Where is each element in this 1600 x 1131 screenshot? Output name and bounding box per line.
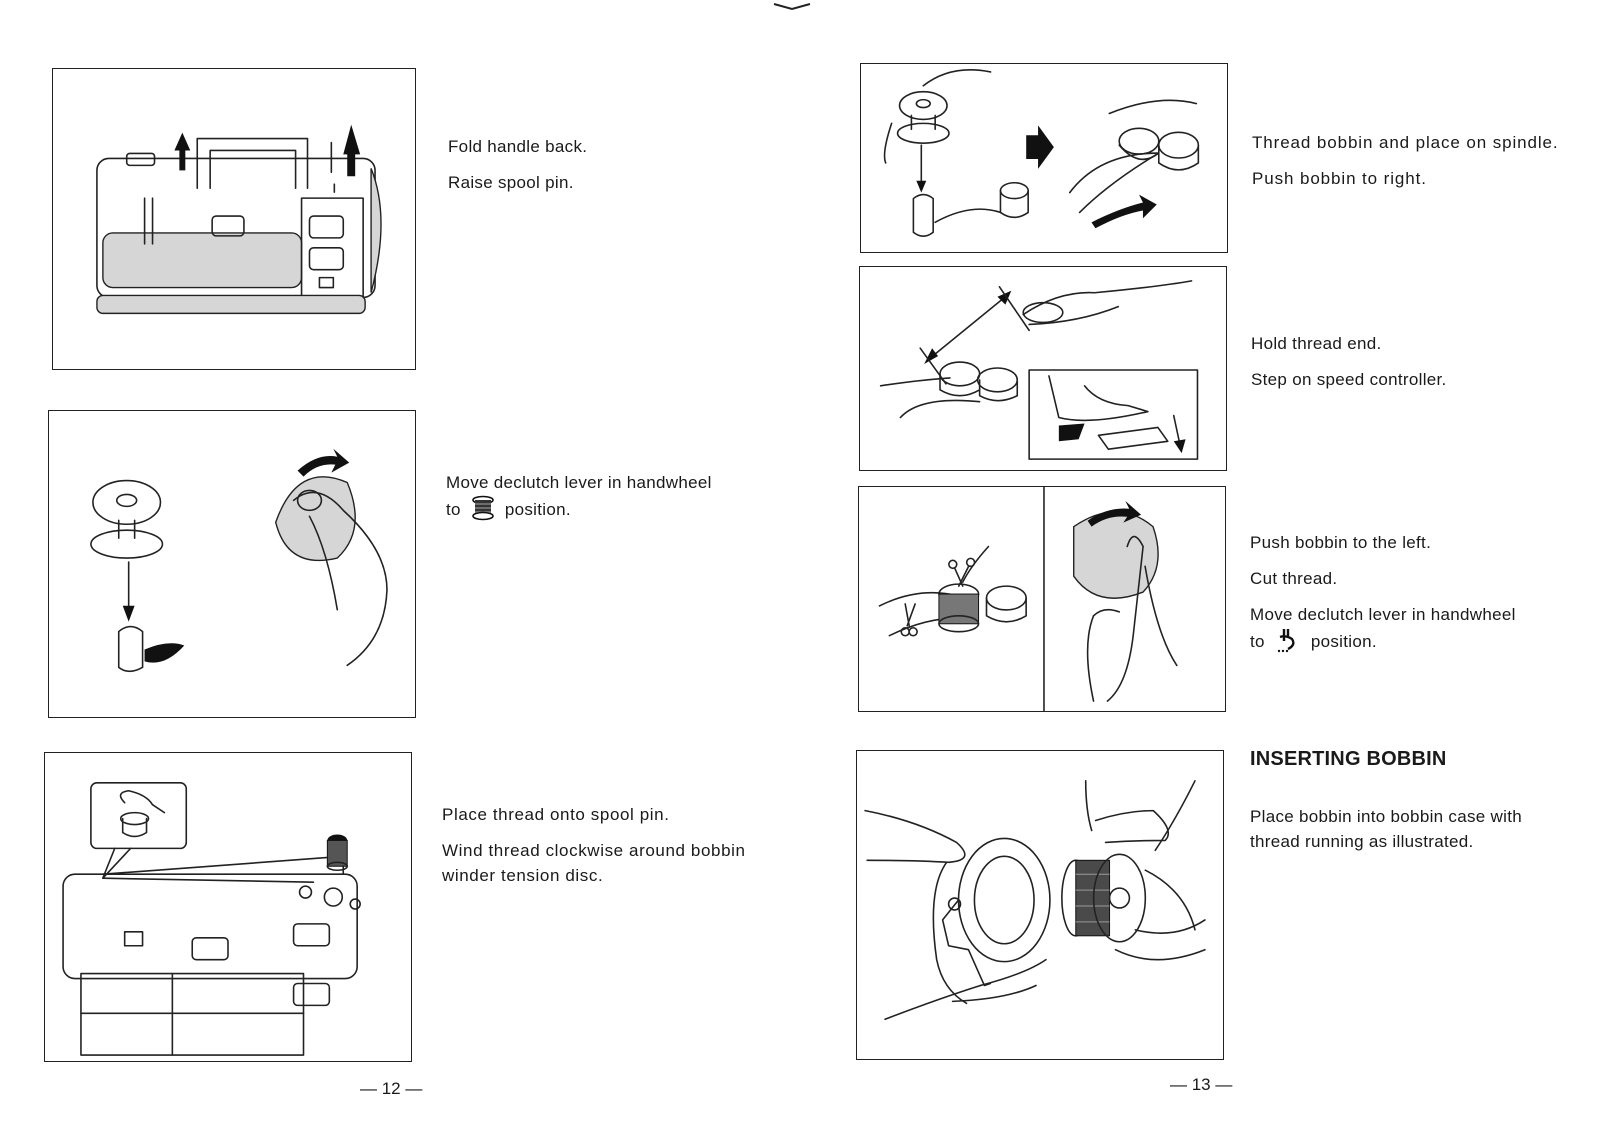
step-cut-thread-text: Push bobbin to the left. Cut thread. Mov… — [1250, 530, 1570, 671]
figure-hold-thread — [859, 266, 1227, 471]
step-hold-thread-text: Hold thread end. Step on speed controlle… — [1251, 331, 1569, 403]
instruction-declutch-position: position. — [504, 500, 571, 519]
binding-mark — [773, 3, 811, 11]
instruction-declutch-position-2: position. — [1310, 632, 1377, 651]
instruction-hold-thread: Hold thread end. — [1251, 334, 1382, 353]
instruction-push-right: Push bobbin to right. — [1252, 169, 1427, 188]
instruction-place-thread: Place thread onto spool pin. — [442, 805, 670, 824]
instruction-push-left: Push bobbin to the left. — [1250, 533, 1432, 552]
bobbin-winding-icon — [470, 495, 496, 528]
needle-stitch-icon — [1274, 627, 1302, 660]
figure-wind-thread — [44, 752, 412, 1062]
instruction-cut-thread: Cut thread. — [1250, 569, 1338, 588]
section-heading-inserting-bobbin: INSERTING BOBBIN — [1250, 748, 1447, 770]
instruction-place-bobbin: Place bobbin into bobbin case with threa… — [1250, 807, 1522, 851]
figure-thread-bobbin — [860, 63, 1228, 253]
section-inserting-bobbin-text: Place bobbin into bobbin case with threa… — [1250, 804, 1572, 865]
figure-inserting-bobbin — [856, 750, 1224, 1060]
instruction-fold-handle: Fold handle back. — [448, 137, 588, 156]
instruction-thread-bobbin: Thread bobbin and place on spindle. — [1252, 133, 1559, 152]
page-number-left: — 12 — — [360, 1079, 423, 1098]
instruction-declutch-to-2: to — [1250, 632, 1265, 651]
instruction-step-controller: Step on speed controller. — [1251, 370, 1447, 389]
instruction-declutch-to: to — [446, 500, 461, 519]
instruction-declutch-line1: Move declutch lever in handwheel — [446, 473, 712, 492]
step-fold-handle-text: Fold handle back. Raise spool pin. — [448, 134, 768, 206]
page-number-right: — 13 — — [1170, 1075, 1233, 1094]
step-thread-bobbin-text: Thread bobbin and place on spindle. Push… — [1252, 130, 1570, 202]
figure-declutch-lever — [48, 410, 416, 718]
instruction-declutch-line3: Move declutch lever in handwheel — [1250, 605, 1516, 624]
step-wind-thread-text: Place thread onto spool pin. Wind thread… — [442, 802, 760, 899]
instruction-wind-thread: Wind thread clockwise around bobbin wind… — [442, 841, 746, 885]
step-declutch-text: Move declutch lever in handwheel to posi… — [446, 470, 766, 539]
figure-cut-thread — [858, 486, 1226, 712]
figure-fold-handle — [52, 68, 416, 370]
instruction-raise-spool: Raise spool pin. — [448, 173, 574, 192]
